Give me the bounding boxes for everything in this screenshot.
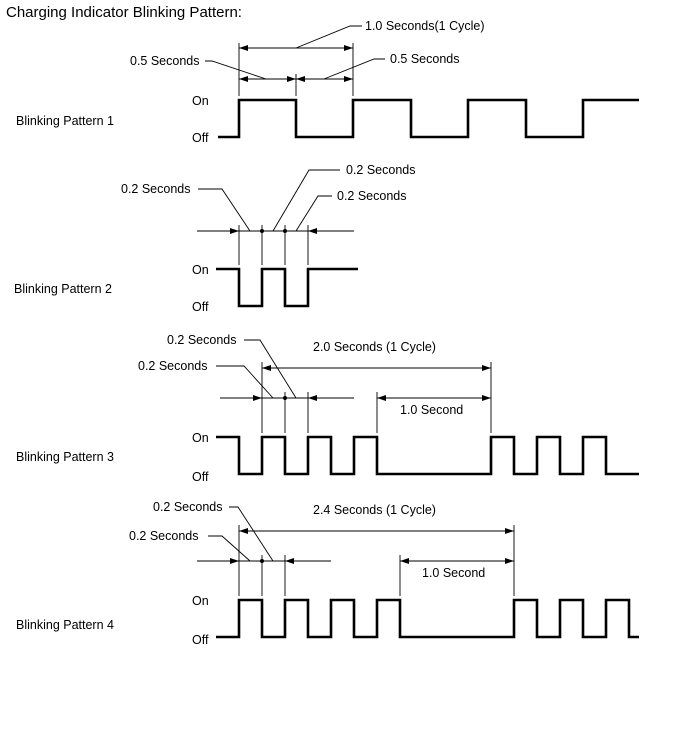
pattern-3-leader-b — [244, 339, 297, 399]
pattern-1-waveform — [218, 98, 639, 139]
pattern-1-off-duration-label: 0.5 Seconds — [390, 52, 460, 66]
pattern-2-waveform — [216, 267, 358, 308]
pattern-4-leader-b — [229, 506, 274, 562]
arrowhead — [239, 45, 248, 51]
pattern-2-label-b: 0.2 Seconds — [346, 163, 416, 177]
pattern-1-on-duration-label: 0.5 Seconds — [130, 54, 200, 68]
pattern-2-leader-b — [272, 169, 340, 232]
pattern-4-name: Blinking Pattern 4 — [16, 618, 114, 632]
pattern-2-leader-c — [295, 195, 332, 232]
pattern-4-leader-a — [208, 535, 251, 562]
pattern-3-on-label: On — [192, 431, 209, 445]
dimension-dot — [260, 559, 264, 563]
pattern-3-label-b: 0.2 Seconds — [167, 333, 237, 347]
arrowhead — [239, 76, 248, 82]
page-title: Charging Indicator Blinking Pattern: — [6, 4, 242, 21]
arrowhead — [262, 365, 271, 371]
pattern-2-off-label: Off — [192, 300, 209, 314]
arrowhead — [253, 395, 262, 401]
pattern-1-off-leader — [323, 58, 385, 80]
dimension-dot — [260, 229, 264, 233]
pattern-3-leader-a — [216, 365, 274, 399]
pattern-1-off-label: Off — [192, 131, 209, 145]
pattern-2-on-label: On — [192, 263, 209, 277]
pattern-2-leader-a — [198, 188, 251, 232]
pattern-1-cycle-leader — [295, 25, 362, 49]
pattern-3-label-a: 0.2 Seconds — [138, 359, 208, 373]
pattern-4-label-a: 0.2 Seconds — [129, 529, 199, 543]
arrowhead — [230, 558, 239, 564]
arrowhead — [230, 228, 239, 234]
pattern-4-cycle-label: 2.4 Seconds (1 Cycle) — [313, 503, 436, 517]
pattern-3-group: Blinking Pattern 3 On Off 2.0 Seconds (1… — [16, 333, 639, 484]
arrowhead — [482, 395, 491, 401]
dimension-dot — [283, 396, 287, 400]
arrowhead — [482, 365, 491, 371]
pattern-4-label-b: 0.2 Seconds — [153, 500, 223, 514]
pattern-3-name: Blinking Pattern 3 — [16, 450, 114, 464]
arrowhead — [505, 558, 514, 564]
arrowhead — [505, 528, 514, 534]
pattern-4-on-label: On — [192, 594, 209, 608]
arrowhead — [239, 528, 248, 534]
pattern-4-gap-label: 1.0 Second — [422, 566, 485, 580]
arrowhead — [287, 76, 296, 82]
arrowhead — [285, 558, 294, 564]
pattern-2-label-a: 0.2 Seconds — [121, 182, 191, 196]
arrowhead — [296, 76, 305, 82]
pattern-3-cycle-label: 2.0 Seconds (1 Cycle) — [313, 340, 436, 354]
arrowhead — [308, 395, 317, 401]
pattern-3-waveform — [216, 435, 639, 476]
pattern-2-label-c: 0.2 Seconds — [337, 189, 407, 203]
pattern-3-gap-label: 1.0 Second — [400, 403, 463, 417]
dimension-dot — [283, 229, 287, 233]
arrowhead — [400, 558, 409, 564]
pattern-4-off-label: Off — [192, 633, 209, 647]
arrowhead — [308, 228, 317, 234]
pattern-2-name: Blinking Pattern 2 — [14, 282, 112, 296]
pattern-1-group: Blinking Pattern 1 On Off 1.0 Seconds(1 … — [16, 19, 639, 145]
arrowhead — [344, 45, 353, 51]
pattern-1-name: Blinking Pattern 1 — [16, 114, 114, 128]
pattern-4-group: Blinking Pattern 4 On Off 2.4 Seconds (1… — [16, 500, 639, 647]
pattern-3-off-label: Off — [192, 470, 209, 484]
pattern-1-cycle-label: 1.0 Seconds(1 Cycle) — [365, 19, 485, 33]
pattern-2-group: Blinking Pattern 2 On Off 0.2 Seconds 0.… — [14, 163, 416, 314]
pattern-1-on-label: On — [192, 94, 209, 108]
arrowhead — [344, 76, 353, 82]
pattern-1-on-leader — [205, 60, 267, 80]
arrowhead — [377, 395, 386, 401]
pattern-4-waveform — [216, 598, 639, 639]
